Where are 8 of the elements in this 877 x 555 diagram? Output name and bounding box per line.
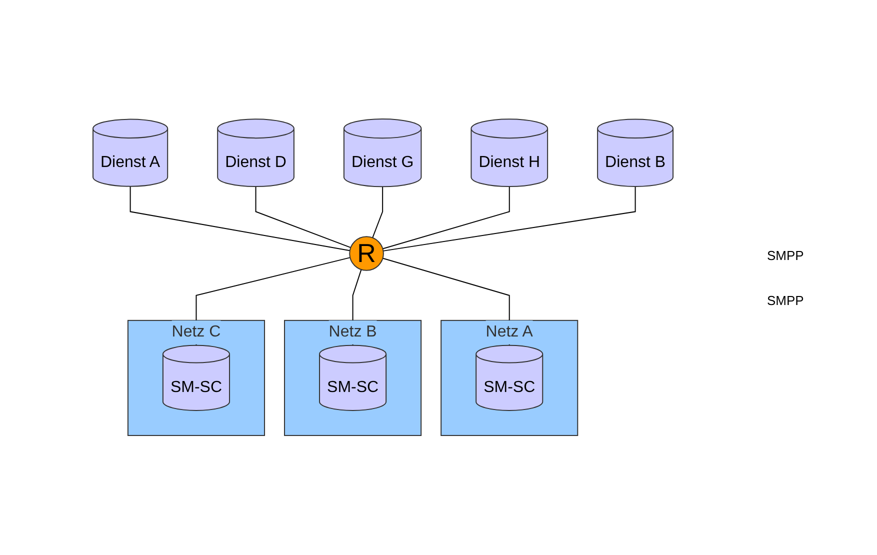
protocol-label: SMPP (767, 248, 805, 262)
node-circle: R (350, 236, 384, 272)
connector (372, 186, 384, 239)
connector (383, 186, 636, 252)
connector (382, 186, 510, 250)
connector (130, 186, 351, 252)
protocol-label: SMPP (767, 292, 805, 308)
connector (256, 186, 352, 248)
